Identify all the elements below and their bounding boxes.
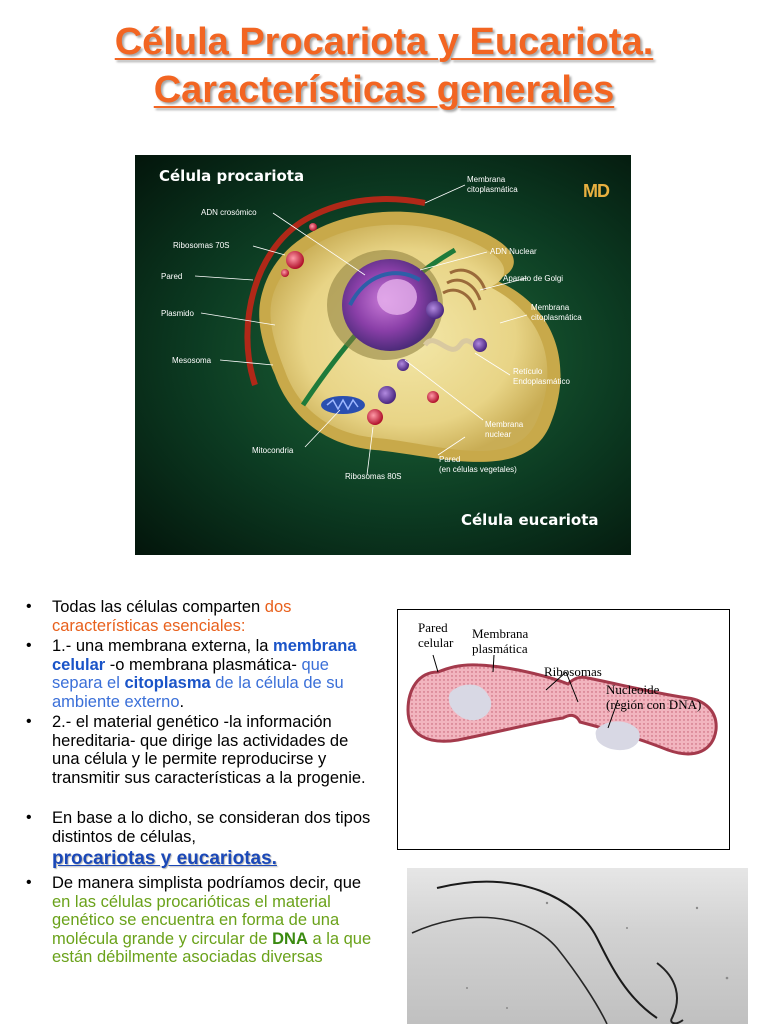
md-logo: MD xyxy=(583,181,610,201)
label-adn-nuclear: ADN Nuclear xyxy=(490,247,537,256)
cell-diagram: Célula procariota Célula eucariota MD Me… xyxy=(135,155,631,555)
label-membrana-top: Membrana citoplasmática xyxy=(467,175,518,194)
label-plasmido: Plasmido xyxy=(161,309,194,318)
prokaryote-heading: Célula procariota xyxy=(159,167,305,185)
label-mitocondria: Mitocondria xyxy=(252,446,294,455)
label-ribosomas-70s: Ribosomas 70S xyxy=(173,241,230,250)
bullet-list: Todas las células comparten dos caracter… xyxy=(22,598,377,967)
label-aparato-golgi: Aparato de Golgi xyxy=(503,274,564,283)
label-pared-celular: Pared celular xyxy=(418,620,454,650)
label-membrana-nuclear: Membrana nuclear xyxy=(485,420,524,439)
bullet-2: 1.- una membrana externa, la membrana ce… xyxy=(22,637,377,711)
label-pared: Pared xyxy=(161,272,183,281)
page-title: Célula Procariota y Eucariota. Caracterí… xyxy=(0,18,768,114)
label-membrana-plasmatica: Membrana plasmática xyxy=(472,626,529,656)
bacteria-micrograph xyxy=(407,868,748,1024)
eukaryote-heading: Célula eucariota xyxy=(461,511,599,529)
label-mesosoma: Mesosoma xyxy=(172,356,212,365)
label-reticulo: Retículo Endoplasmático xyxy=(513,367,570,386)
bullet-4: En base a lo dicho, se consideran dos ti… xyxy=(22,809,377,846)
label-pared-vegetal: Pared (en células vegetales) xyxy=(439,455,517,474)
bullet-5: De manera simplista podríamos decir, que… xyxy=(22,874,377,967)
title-line-2: Características generales xyxy=(153,69,615,111)
bullet-3: 2.- el material genético -la información… xyxy=(22,713,377,787)
label-ribosomas-80s: Ribosomas 80S xyxy=(345,472,402,481)
label-nucleoide: Nucleoide (región con DNA) xyxy=(606,682,702,712)
bacterium-illustration xyxy=(406,654,718,756)
procariotas-eucariotas-line: procariotas y eucariotas. xyxy=(52,848,277,869)
bullet-1: Todas las células comparten dos caracter… xyxy=(22,598,377,635)
bacterium-diagram: Pared celular Membrana plasmática Riboso… xyxy=(397,609,730,850)
title-line-1: Célula Procariota y Eucariota. xyxy=(114,21,654,63)
label-adn-crosomico: ADN crosómico xyxy=(201,208,257,217)
label-membrana-right: Membrana citoplasmática xyxy=(531,303,582,322)
micrograph-illustration xyxy=(411,880,729,1024)
cell-illustration xyxy=(194,184,561,476)
label-ribosomas: Ribosomas xyxy=(544,664,602,679)
